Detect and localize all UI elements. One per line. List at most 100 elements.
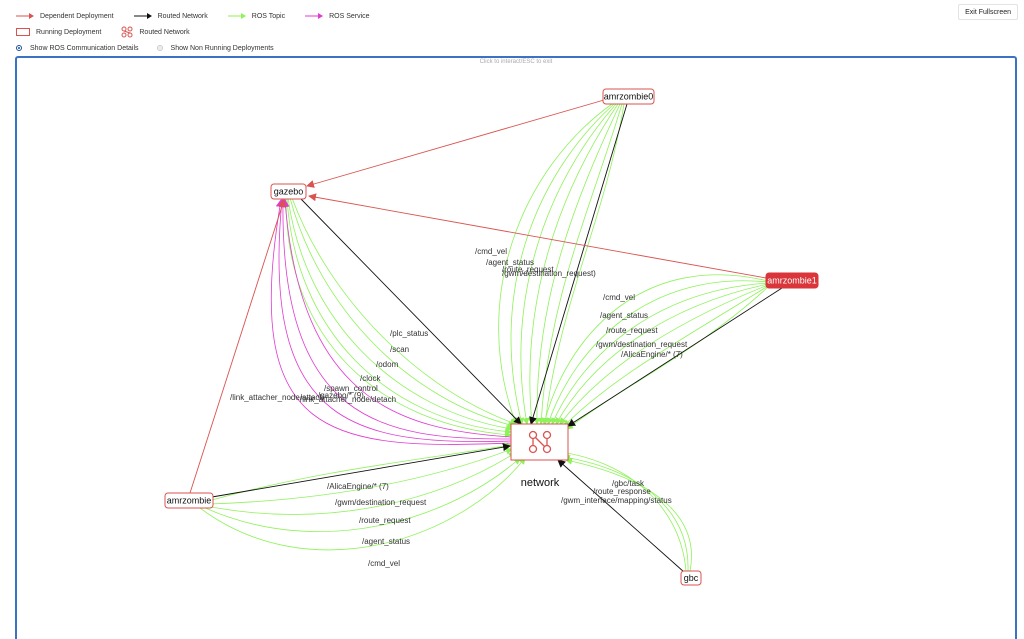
radio-checked-icon[interactable] — [16, 45, 22, 51]
edges-amrzombie-topics — [199, 442, 526, 551]
topic-edge — [566, 286, 769, 430]
topic-edge — [563, 454, 689, 572]
node-network[interactable]: network — [510, 423, 569, 489]
service-edge — [270, 199, 512, 445]
topic-edge — [291, 197, 517, 426]
topic-edge — [542, 103, 625, 425]
legend-label: ROS Topic — [251, 12, 286, 20]
topic-edge — [546, 280, 769, 425]
interact-hint: Click to interact/ESC to exit — [479, 59, 553, 65]
legend-label: Running Deployment — [36, 28, 102, 36]
routed-edge — [557, 459, 685, 573]
edges-gazebo-services — [270, 199, 512, 445]
edge-label: /AlicaEngine/* (7) — [327, 482, 389, 491]
topic-edge — [286, 197, 512, 435]
service-edge — [278, 199, 512, 440]
edge-label: /gwm/destination_request — [335, 498, 427, 507]
edge-label: /AlicaEngine/* (7) — [621, 350, 683, 359]
labels-gbc: /gbc/task /route_response /gwm_interface… — [561, 479, 672, 505]
legend-row-toggles: Show ROS Communication Details Show Non … — [16, 40, 390, 56]
edge-label: /odom — [376, 360, 399, 369]
legend-dependent-deployment: Dependent Deployment — [16, 13, 114, 20]
topic-edge — [289, 197, 515, 428]
graph-canvas[interactable]: Click to interact/ESC to exit — [15, 56, 1017, 639]
topic-edge — [510, 103, 615, 425]
node-label: gazebo — [274, 187, 304, 197]
topic-edge — [520, 103, 617, 425]
edge-label: /scan — [390, 345, 409, 354]
edge-label: /spawn_control — [324, 384, 378, 393]
labels-amrzombie: /AlicaEngine/* (7) /gwm/destination_requ… — [327, 482, 427, 568]
red-arrow-icon — [16, 13, 34, 19]
topic-edge — [209, 447, 513, 505]
edge-label: /gwm/destination_request — [596, 340, 688, 349]
edges-dependent — [189, 99, 767, 494]
legend-label: Dependent Deployment — [40, 12, 114, 20]
topic-edge — [527, 103, 619, 425]
topic-edge — [555, 283, 769, 425]
edge-label: /plc_status — [390, 329, 428, 338]
service-edge — [281, 199, 512, 438]
legend-label: ROS Service — [329, 12, 370, 20]
edge-label: /gwm_interface/mapping/status — [561, 496, 672, 505]
topic-edge — [285, 197, 512, 439]
topic-edge — [563, 285, 769, 427]
labels-amrzombie1: /cmd_vel /agent_status /route_request /g… — [596, 293, 688, 359]
edge-label: /agent_status — [486, 258, 534, 267]
legend-ros-service: ROS Service — [305, 12, 370, 20]
toggle-non-running[interactable]: Show Non Running Deployments — [156, 44, 274, 52]
topic-edge — [559, 449, 687, 572]
radio-unchecked-icon[interactable] — [156, 45, 163, 51]
topic-edge — [199, 457, 526, 551]
node-amrzombie[interactable]: amrzombie — [164, 492, 214, 509]
edge-label: /cmd_vel — [475, 247, 507, 256]
topic-edge — [287, 197, 513, 432]
legend-row-edges: Dependent Deployment Routed Network ROS … — [16, 8, 390, 24]
routed-network-icon — [121, 26, 133, 38]
service-edge — [277, 199, 512, 442]
edge-label: /cmd_vel — [368, 559, 400, 568]
edge-label: /route_response — [593, 487, 651, 496]
legend-ros-topic: ROS Topic — [227, 12, 286, 20]
topic-edge — [533, 103, 621, 425]
topic-edge — [498, 103, 613, 425]
edges-amrzombie1-topics — [542, 274, 769, 430]
legend-routed-network-node: Routed Network — [121, 26, 190, 38]
node-gbc[interactable]: gbc — [680, 570, 702, 586]
edge-label: /clock — [360, 374, 381, 383]
node-amrzombie0[interactable]: amrzombie0 — [602, 88, 655, 105]
edges-gbc-topics — [559, 449, 692, 572]
topic-edge — [202, 457, 521, 533]
edge-label: /gazebo/* (9) — [318, 391, 364, 400]
edge-label: /route_request — [359, 516, 411, 525]
routed-edge — [211, 443, 511, 498]
routed-edge — [567, 287, 783, 427]
topic-edge — [551, 282, 769, 425]
edge-label: /link_attacher_node/detach — [300, 395, 396, 404]
legend: Dependent Deployment Routed Network ROS … — [16, 8, 390, 56]
edges-gazebo-topics — [285, 197, 517, 439]
toggle-label: Show Non Running Deployments — [170, 44, 274, 52]
topic-edge — [211, 442, 512, 501]
magenta-arrow-icon — [305, 13, 324, 19]
topic-edge — [559, 284, 769, 425]
node-gazebo[interactable]: gazebo — [270, 183, 307, 200]
topic-edge — [565, 457, 692, 572]
topic-edge — [542, 274, 769, 425]
edge-label: /agent_status — [362, 537, 410, 546]
running-deployment-box-icon — [16, 28, 30, 36]
toggle-label: Show ROS Communication Details — [30, 44, 139, 52]
node-amrzombie1[interactable]: amrzombie1 — [765, 272, 819, 289]
edge-label: /gbc/task — [612, 479, 645, 488]
dependent-edge — [189, 199, 286, 494]
edge-label: /route_request — [502, 265, 554, 274]
legend-running-deployment: Running Deployment — [16, 28, 101, 36]
dependent-edge — [308, 193, 767, 279]
node-label: amrzombie1 — [767, 276, 817, 286]
legend-row-nodes: Running Deployment Routed Network — [16, 24, 390, 40]
toggle-comm-details[interactable]: Show ROS Communication Details — [16, 45, 139, 52]
edges-routed-network — [211, 103, 783, 573]
edge-label: /cmd_vel — [603, 293, 635, 302]
exit-fullscreen-button[interactable]: Exit Fullscreen — [958, 4, 1018, 20]
legend-routed-network-edge: Routed Network — [133, 13, 208, 20]
